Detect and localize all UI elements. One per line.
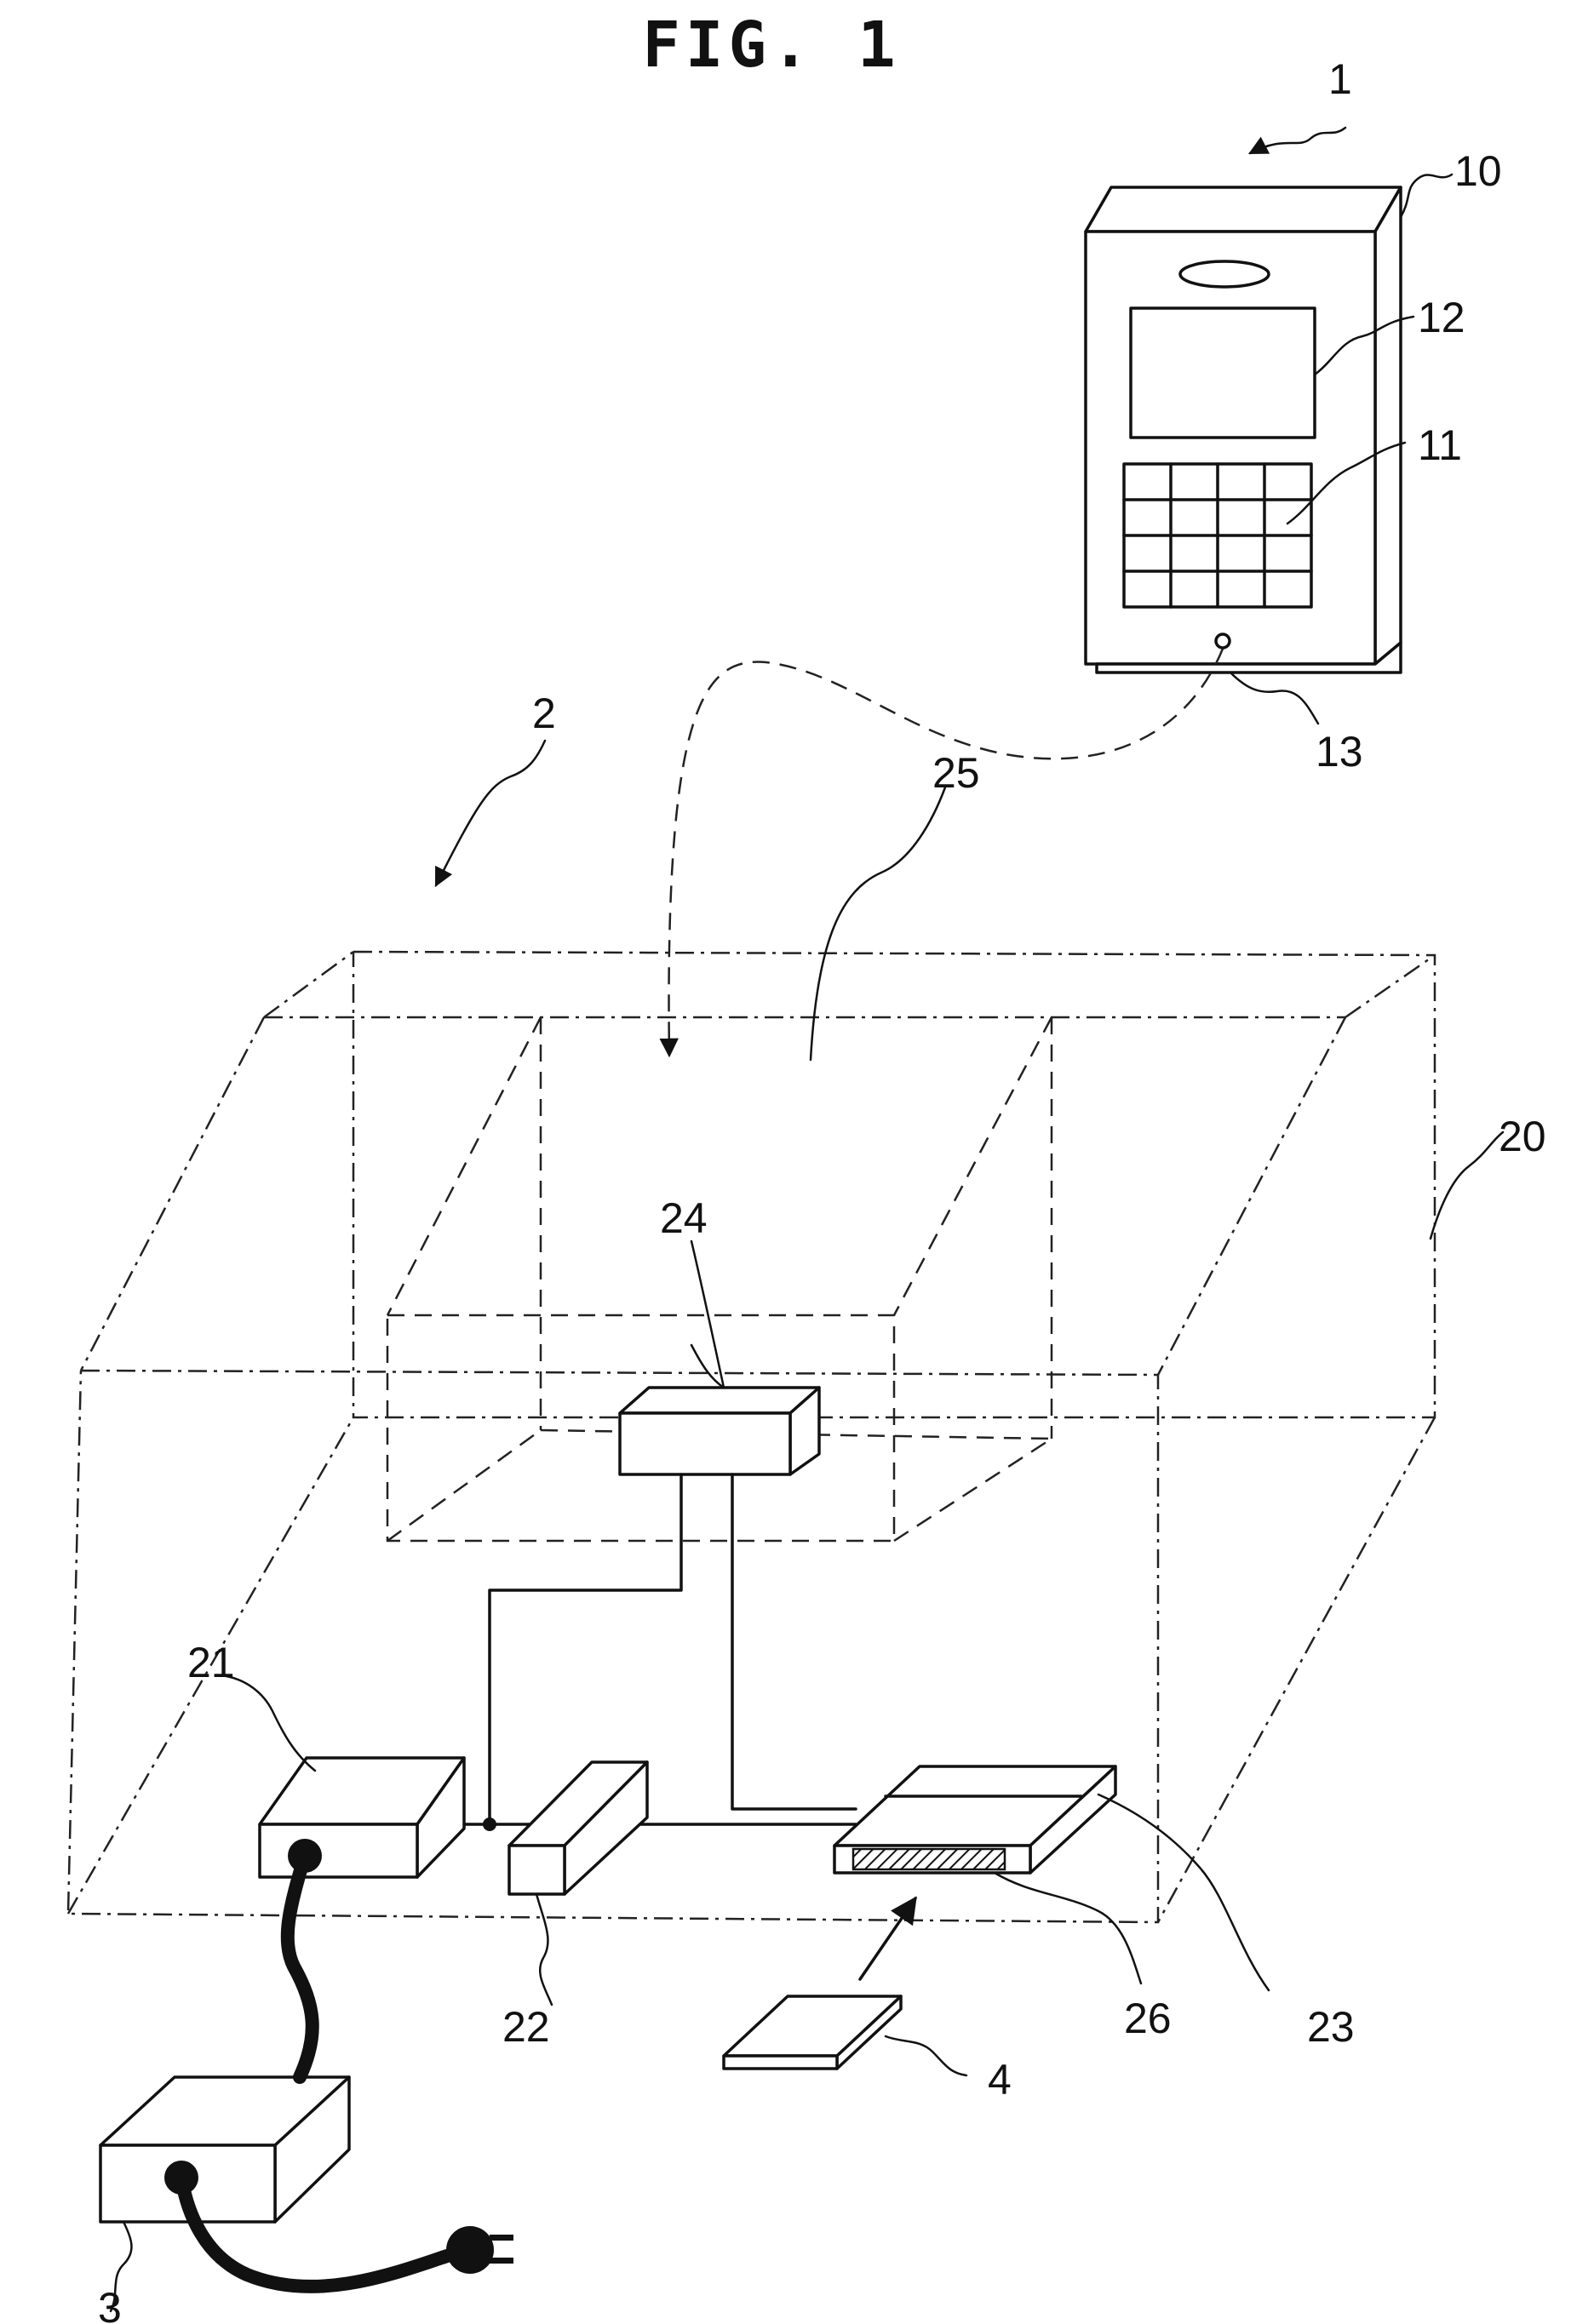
figure-title: FIG. 1 xyxy=(642,9,900,82)
ref-label-11: 11 xyxy=(1418,421,1462,469)
ref-label-24: 24 xyxy=(660,1194,708,1242)
unit-22 xyxy=(509,1762,647,1894)
ref-label-3: 3 xyxy=(98,2284,122,2324)
ref-label-22: 22 xyxy=(502,2003,550,2051)
ref-label-2: 2 xyxy=(532,690,556,737)
card-slot xyxy=(853,1849,1005,1869)
ref-label-21: 21 xyxy=(187,1639,235,1686)
ref-label-13: 13 xyxy=(1316,728,1363,776)
card-reader-23 xyxy=(834,1766,1115,1873)
ic-card-4 xyxy=(724,1996,901,2069)
plug-icon xyxy=(446,2226,513,2274)
ref-label-23: 23 xyxy=(1307,2003,1355,2051)
power-adapter-3 xyxy=(100,2077,349,2222)
ref-label-20: 20 xyxy=(1499,1113,1546,1160)
ref-label-10: 10 xyxy=(1454,147,1502,195)
ref-label-4: 4 xyxy=(988,2056,1012,2104)
cord-unit-to-adapter xyxy=(288,1856,312,2077)
ref-label-26: 26 xyxy=(1124,1995,1172,2042)
portable-terminal xyxy=(1086,187,1401,673)
ref-label-12: 12 xyxy=(1418,294,1465,341)
module-24 xyxy=(620,1388,819,1474)
ref-label-25: 25 xyxy=(932,749,980,797)
power-unit-21 xyxy=(260,1758,464,1877)
ref-label-1: 1 xyxy=(1328,55,1352,103)
